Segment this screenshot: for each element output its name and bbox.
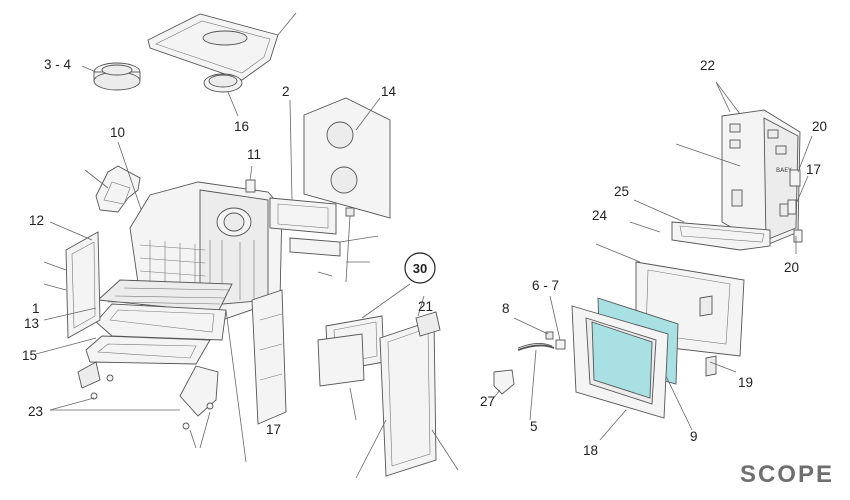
rear-frame-part: [269, 99, 337, 235]
panel-fixings-part: [289, 207, 379, 283]
feet-screws-part: [49, 361, 219, 449]
callout-30: 30: [413, 261, 427, 276]
callout-12: 12: [29, 213, 44, 228]
callout-14: 14: [381, 84, 397, 99]
glass-door-part: [571, 305, 669, 441]
callout-17-right: 17: [806, 162, 821, 177]
callout-21: 21: [418, 299, 433, 314]
callout-10: 10: [110, 125, 125, 140]
callout-19: 19: [738, 375, 753, 390]
callout-9: 9: [690, 429, 698, 444]
callout-11: 11: [247, 147, 261, 162]
heat-shield-panel-part: BAEY: [675, 81, 813, 254]
baffle-bracket-part: [84, 141, 143, 213]
callout-2: 2: [282, 84, 290, 99]
callout-20-top: 20: [812, 119, 827, 134]
flue-collar-part: [81, 62, 141, 91]
firebox-body-part: [95, 181, 287, 463]
callout-30-circle: [404, 252, 436, 284]
callout-5: 5: [530, 419, 538, 434]
callout-25: 25: [614, 184, 629, 199]
back-panel-part: [303, 97, 391, 219]
brand-logo: SCOPE: [740, 461, 834, 488]
callout-24: 24: [592, 208, 608, 223]
callout-labels: 3 - 4 2 14 10 16 11 12 1 13 15 23 17 30 …: [22, 57, 827, 458]
top-cover-part: [147, 12, 297, 81]
handle-latch-part: [491, 295, 566, 421]
callout-8: 8: [502, 301, 510, 316]
ash-pan-part: [85, 335, 211, 365]
side-door-part: [35, 221, 101, 355]
stove-door-part: [355, 295, 459, 479]
callout-13: 13: [24, 316, 39, 331]
callout-20-bottom: 20: [784, 260, 799, 275]
tray-bracket-part: [629, 199, 771, 251]
callout-17: 17: [266, 422, 281, 437]
callout-27: 27: [480, 394, 495, 409]
callout-3-4: 3 - 4: [44, 57, 72, 72]
callout-16: 16: [234, 119, 249, 134]
callout-6-7: 6 - 7: [532, 278, 559, 293]
panel-marking: BAEY: [776, 167, 792, 174]
small-clip-part: [245, 165, 256, 193]
callout-23: 23: [28, 404, 43, 419]
callout-18: 18: [583, 443, 598, 458]
callout-22: 22: [700, 58, 715, 73]
door-frame-part: [317, 283, 411, 421]
ring-part: [203, 73, 243, 117]
callout-1: 1: [32, 301, 40, 316]
callout-15: 15: [22, 348, 37, 363]
